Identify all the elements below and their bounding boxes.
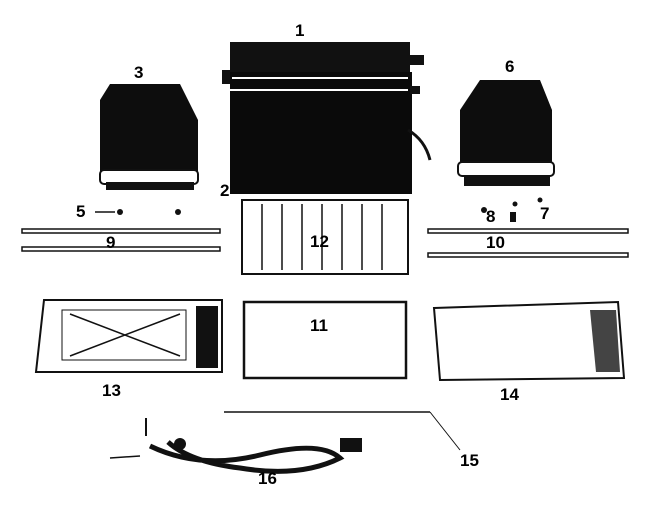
label-3: 3 bbox=[134, 63, 144, 82]
label-9: 9 bbox=[106, 233, 116, 252]
label-13: 13 bbox=[102, 381, 121, 400]
power-cord-drawing bbox=[109, 418, 362, 474]
oven-body-drawing bbox=[222, 42, 432, 194]
label-16: 16 bbox=[258, 469, 277, 488]
right-end-cover-drawing bbox=[457, 80, 555, 186]
fasteners-drawing bbox=[95, 197, 543, 222]
label-2: 2 bbox=[220, 181, 230, 200]
rack-grille-drawing bbox=[241, 199, 409, 275]
circuit-board-panel-drawing bbox=[432, 300, 626, 382]
label-6: 6 bbox=[505, 57, 515, 76]
label-1: 1 bbox=[295, 21, 305, 40]
label-11: 11 bbox=[310, 316, 328, 335]
label-7: 7 bbox=[540, 204, 550, 223]
label-12: 12 bbox=[310, 232, 329, 251]
left-end-cover-drawing bbox=[99, 84, 199, 190]
label-10: 10 bbox=[486, 233, 505, 252]
right-support-bars-drawing bbox=[427, 228, 629, 258]
label-15: 15 bbox=[460, 451, 479, 470]
left-support-bars-drawing bbox=[21, 228, 221, 252]
label-8: 8 bbox=[486, 207, 496, 226]
panel-drawing bbox=[242, 300, 408, 380]
base-tray-drawing bbox=[34, 299, 223, 373]
label-14: 14 bbox=[500, 385, 519, 404]
label-5: 5 bbox=[76, 202, 86, 221]
rod-drawing bbox=[224, 411, 461, 451]
